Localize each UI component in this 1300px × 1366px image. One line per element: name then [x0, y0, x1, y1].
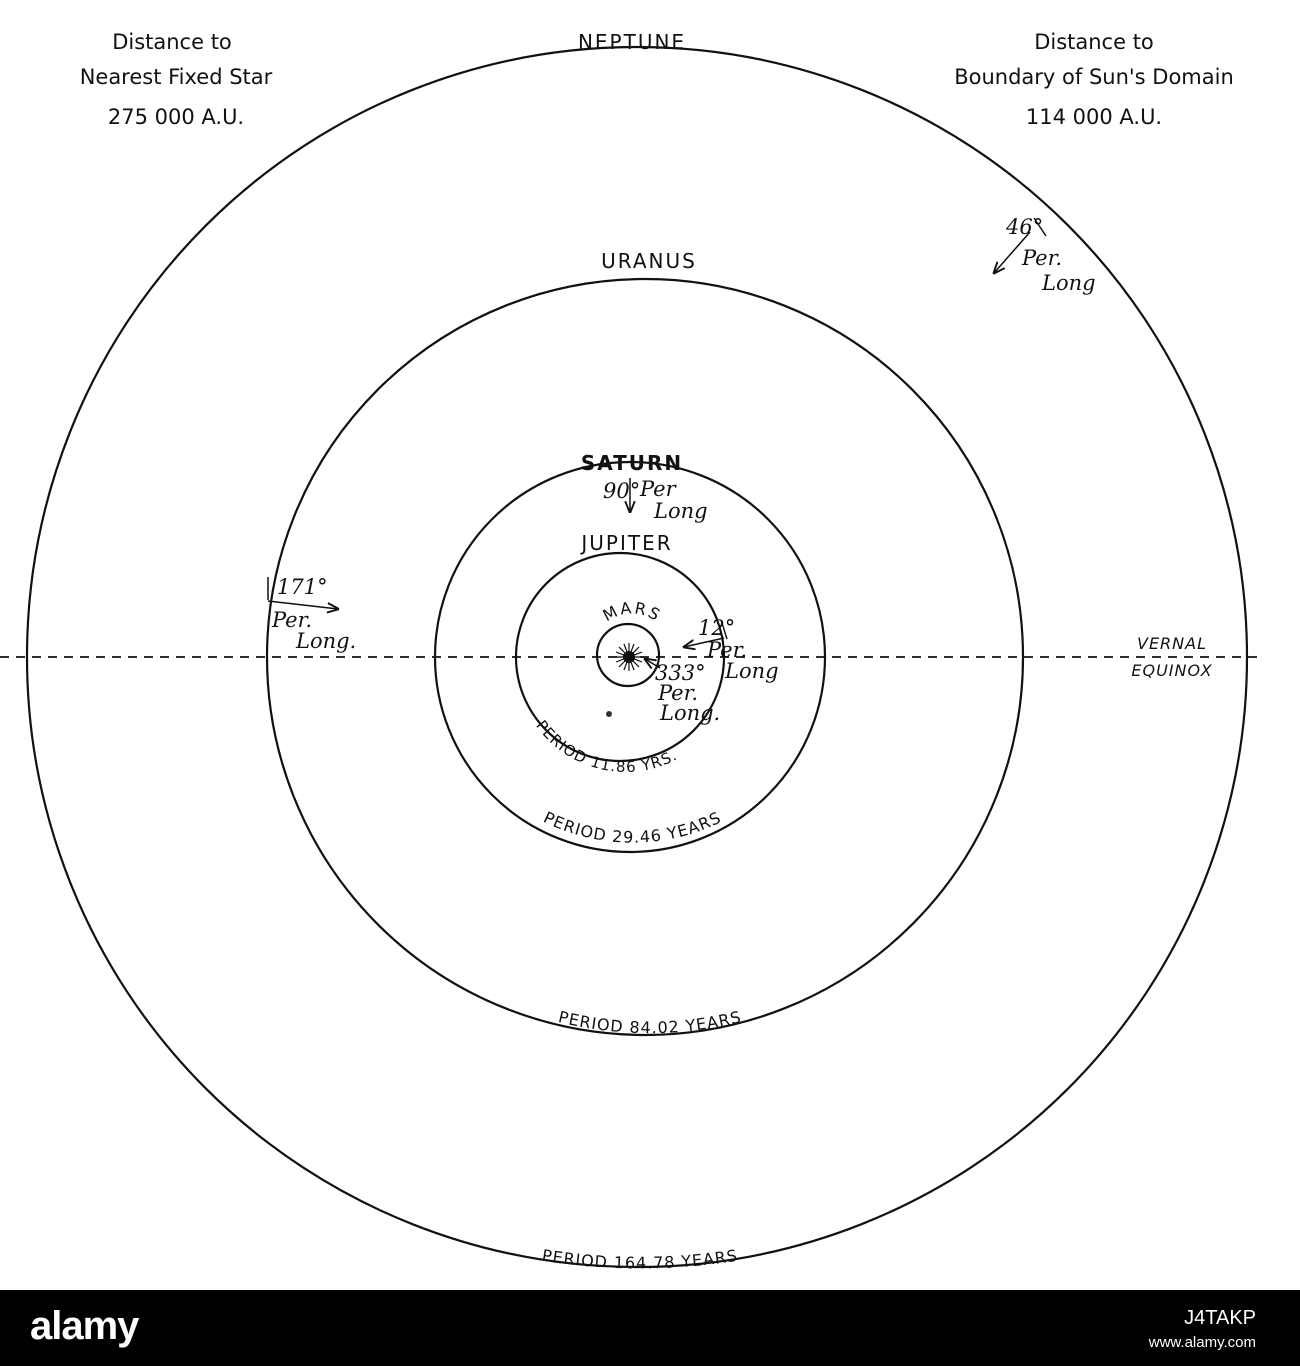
- jupiter-perihelion-per: Per.: [706, 638, 747, 662]
- uranus-period: PERIOD 84.02 YEARS: [557, 1007, 744, 1037]
- neptune-perihelion-per: Per.: [1021, 246, 1062, 270]
- uranus-perihelion-arrow: [267, 600, 338, 609]
- jupiter-perihelion-long: Long: [724, 659, 779, 683]
- left-distance-line1: Distance to: [112, 30, 232, 54]
- left-distance-value: 275 000 A.U.: [108, 105, 244, 129]
- neptune-perihelion-arrow: [994, 231, 1031, 273]
- orbit-diagram: Distance to Nearest Fixed Star 275 000 A…: [0, 30, 1262, 1273]
- right-distance-value: 114 000 A.U.: [1026, 105, 1162, 129]
- uranus-label: URANUS: [601, 249, 697, 273]
- equinox-label: EQUINOX: [1131, 661, 1212, 680]
- uranus-perihelion-per: Per.: [271, 608, 312, 632]
- uranus-orbit: [265, 277, 1025, 1037]
- right-distance-line2: Boundary of Sun's Domain: [954, 65, 1234, 89]
- uranus-perihelion-angle: 171°: [277, 575, 328, 599]
- jupiter-period: PERIOD 11.86 YRS.: [532, 717, 680, 776]
- right-distance-line1: Distance to: [1034, 30, 1154, 54]
- saturn-perihelion-per: Per: [639, 477, 678, 501]
- image-id: J4TAKP: [1184, 1307, 1256, 1329]
- neptune-perihelion-angle: 46°: [1005, 215, 1043, 239]
- mars-label: MARS: [600, 598, 665, 625]
- saturn-label: SATURN: [581, 451, 683, 475]
- left-distance-line2: Nearest Fixed Star: [80, 65, 273, 89]
- vernal-label: VERNAL: [1137, 634, 1207, 653]
- neptune-perihelion-tick: [1033, 217, 1047, 237]
- mars-orbit: [595, 622, 661, 688]
- neptune-orbit: [25, 45, 1249, 1269]
- saturn-perihelion-long: Long: [653, 499, 708, 523]
- saturn-orbit: [433, 460, 827, 854]
- brand-logo: alamy: [30, 1304, 139, 1348]
- jupiter-label: JUPITER: [579, 531, 672, 555]
- neptune-label: NEPTUNE: [578, 30, 686, 54]
- uranus-perihelion-long: Long.: [295, 629, 356, 653]
- jupiter-perihelion-arrow: [684, 637, 725, 647]
- mars-perihelion-arrow: [645, 659, 661, 668]
- mars-perihelion-per: Per.: [657, 681, 698, 705]
- neptune-period: PERIOD 164.78 YEARS: [541, 1246, 739, 1273]
- jupiter-orbit: [514, 551, 726, 763]
- jupiter-perihelion-tick: [721, 622, 728, 640]
- mars-perihelion-long: Long.: [659, 701, 720, 725]
- saturn-perihelion-angle: 90°: [603, 479, 640, 503]
- sun-icon: [615, 643, 643, 671]
- watermark-bar: alamy J4TAKP www.alamy.com: [0, 1290, 1300, 1366]
- site-url: www.alamy.com: [1148, 1334, 1256, 1351]
- jupiter-perihelion-angle: 12°: [698, 616, 735, 640]
- mars-perihelion-angle: 333°: [655, 661, 706, 685]
- ink-dot: [606, 711, 612, 717]
- neptune-perihelion-long: Long: [1041, 271, 1096, 295]
